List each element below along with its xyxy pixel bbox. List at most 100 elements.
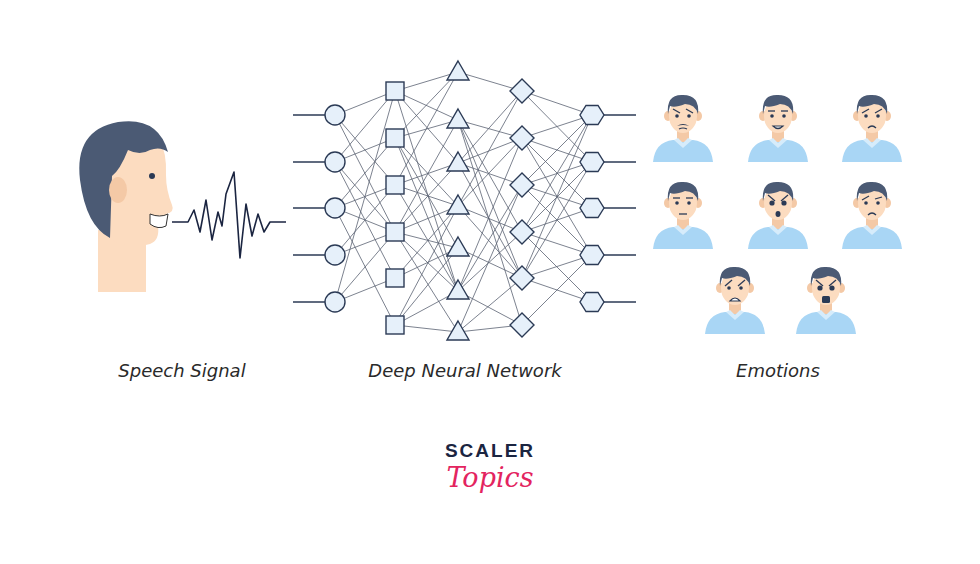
neuron (510, 220, 534, 244)
drawing-stroke (674, 225, 692, 235)
drawing-stroke (875, 197, 882, 199)
drawing-stroke (770, 114, 774, 118)
neuron (580, 106, 604, 125)
speech-waveform (172, 172, 286, 258)
drawing-stroke (522, 115, 592, 232)
drawing-stroke (769, 138, 787, 148)
drawing-stroke (781, 195, 788, 201)
drawing-stroke (868, 213, 876, 215)
drawing-stroke (857, 95, 887, 114)
drawing-stroke (522, 115, 592, 185)
neuron (386, 129, 404, 147)
drawing-stroke (395, 206, 458, 278)
drawing-stroke (395, 163, 458, 232)
neuron (386, 176, 404, 194)
drawing-stroke (675, 114, 679, 118)
emotion-face (842, 95, 902, 162)
stage-label: Emotions (736, 360, 820, 381)
emotion-face (705, 267, 765, 334)
drawing-stroke (739, 286, 743, 290)
drawing-stroke (863, 225, 881, 235)
neuron (325, 245, 345, 265)
drawing-stroke (458, 120, 522, 325)
neuron (386, 223, 404, 241)
stage-label: Deep Neural Network (368, 360, 561, 381)
drawing-stroke (763, 95, 793, 114)
emotion-face (842, 182, 902, 249)
drawing-stroke (876, 201, 880, 205)
drawing-stroke (811, 267, 841, 286)
emotion-faces (653, 95, 902, 334)
drawing-stroke (522, 162, 592, 278)
neuron (510, 313, 534, 337)
drawing-stroke (730, 298, 740, 301)
drawing-stroke (727, 286, 731, 290)
drawing-stroke (776, 211, 781, 217)
drawing-stroke (863, 138, 881, 148)
drawing-stroke (458, 138, 522, 163)
network-connections (293, 72, 636, 332)
drawing-stroke (768, 195, 775, 201)
brand-wordmark: Topics (446, 462, 533, 493)
drawing-stroke (668, 95, 698, 114)
neuron (447, 195, 469, 214)
drawing-stroke (458, 206, 522, 232)
emotion-face (748, 95, 808, 162)
stage-label: Speech Signal (118, 360, 245, 381)
drawing-stroke (335, 115, 395, 185)
drawing-stroke (725, 280, 732, 286)
drawing-stroke (738, 280, 745, 286)
drawing-stroke (862, 196, 869, 200)
drawing-stroke (395, 138, 458, 206)
neuron (447, 321, 469, 340)
neuron (447, 152, 469, 171)
neuron (447, 280, 469, 299)
neuron (386, 82, 404, 100)
drawing-stroke (868, 126, 876, 128)
neuron (325, 105, 345, 125)
drawing-stroke (726, 310, 744, 320)
drawing-stroke (782, 114, 786, 118)
neuron (325, 292, 345, 312)
neuron (325, 152, 345, 172)
speaker-head (79, 121, 172, 292)
drawing-stroke (773, 126, 783, 129)
drawing-stroke (674, 138, 692, 148)
drawing-stroke (458, 163, 522, 278)
drawing-stroke (335, 91, 395, 162)
drawing-stroke (781, 200, 786, 205)
drawing-stroke (673, 197, 680, 198)
drawing-stroke (817, 310, 835, 320)
neuron (580, 246, 604, 265)
drawing-stroke (458, 138, 522, 206)
drawing-stroke (864, 114, 868, 118)
neuron (510, 126, 534, 150)
drawing-stroke (829, 280, 836, 286)
neuron (325, 198, 345, 218)
drawing-stroke (675, 201, 679, 205)
neuron (510, 173, 534, 197)
neuron (580, 293, 604, 312)
neuron (510, 79, 534, 103)
drawing-stroke (335, 232, 395, 302)
drawing-stroke (857, 182, 887, 201)
drawing-stroke (781, 110, 788, 111)
drawing-stroke (816, 280, 823, 286)
drawing-stroke (458, 185, 522, 332)
brand-wordmark: SCALER (445, 440, 535, 462)
drawing-stroke (875, 109, 882, 113)
drawing-stroke (686, 109, 693, 113)
drawing-stroke (876, 114, 880, 118)
neuron (447, 109, 469, 128)
emotion-face (653, 182, 713, 249)
drawing-stroke (864, 201, 868, 205)
drawing-stroke (687, 201, 691, 205)
neuron (386, 316, 404, 334)
neuron (580, 199, 604, 218)
drawing-stroke (458, 91, 522, 206)
drawing-stroke (522, 255, 592, 325)
emotion-face (796, 267, 856, 334)
drawing-stroke (862, 109, 869, 113)
neuron (510, 266, 534, 290)
emotion-face (748, 182, 808, 249)
